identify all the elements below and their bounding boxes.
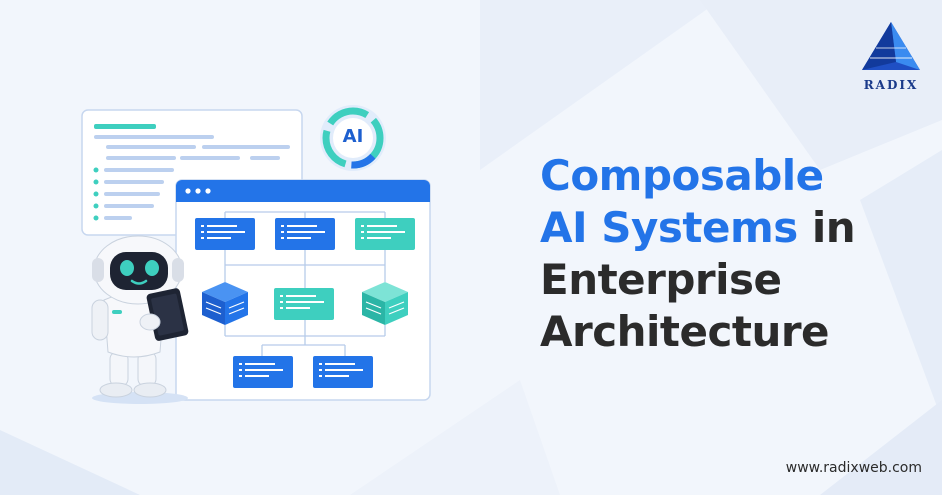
headline-line-1: Composable	[540, 151, 824, 200]
headline-line-3: Enterprise	[540, 255, 782, 304]
module-box	[195, 218, 255, 250]
module-box	[275, 218, 335, 250]
headline-line-2: AI Systems in	[540, 202, 930, 254]
headline-line-4: Architecture	[540, 307, 830, 356]
logo-text: RADIX	[863, 78, 919, 92]
module-box	[313, 356, 373, 388]
robot-icon	[91, 235, 189, 404]
cube-icon	[202, 282, 248, 325]
pyramid-icon	[862, 22, 920, 70]
website-url[interactable]: www.radixweb.com	[785, 460, 922, 476]
radix-logo: RADIX	[850, 18, 932, 96]
ai-badge-label: AI	[342, 126, 364, 147]
module-box	[274, 288, 334, 320]
architecture-window	[175, 179, 431, 401]
module-box	[233, 356, 293, 388]
module-box	[355, 218, 415, 250]
cube-icon	[362, 282, 408, 325]
headline-line-2-rest: in	[797, 203, 856, 252]
ai-badge	[320, 105, 386, 171]
headline: Composable AI Systems in Enterprise Arch…	[540, 150, 930, 358]
headline-highlight: AI Systems	[540, 203, 798, 252]
